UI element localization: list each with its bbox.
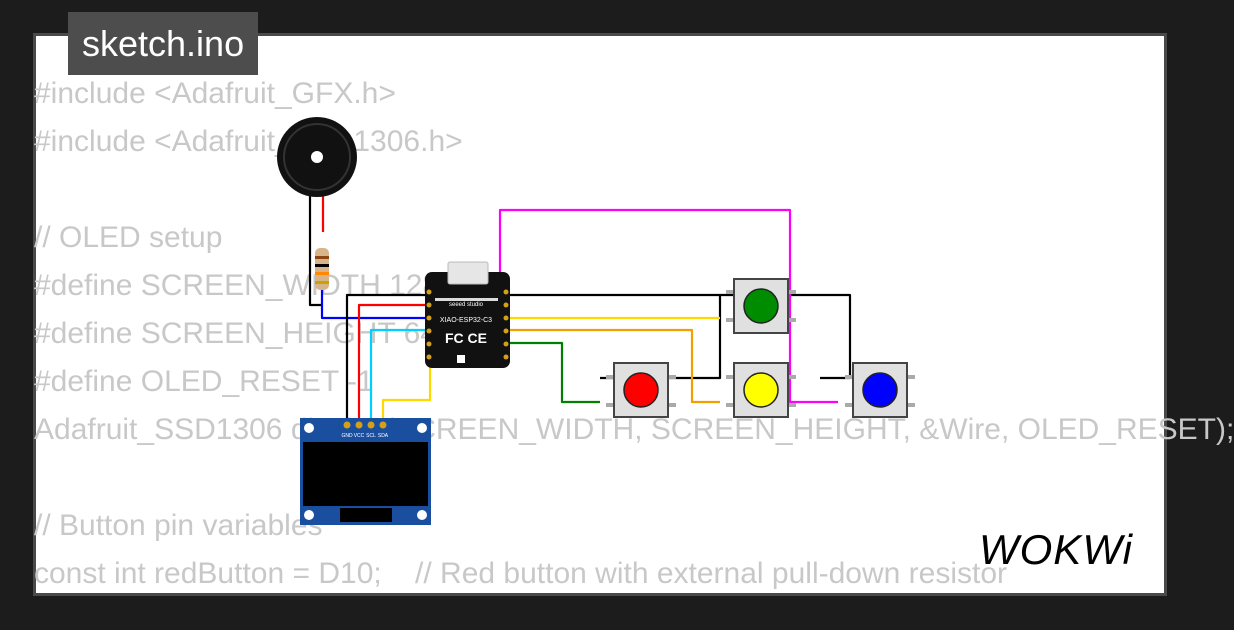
wire-cyan-scl: [369, 328, 430, 420]
board-brand: seeed studio: [449, 302, 484, 308]
pushbutton-blue[interactable]: [845, 362, 915, 418]
code-line: #define SCREEN_WIDTH 128: [34, 269, 440, 302]
wire-magenta: [498, 208, 838, 404]
pushbutton-green[interactable]: [726, 278, 796, 334]
code-line: // OLED setup: [34, 221, 223, 254]
wokwi-logo-text: WOKWi: [979, 526, 1134, 573]
file-tab[interactable]: sketch.ino: [68, 12, 259, 75]
code-line: Adafruit_SSD1306 display(SCREEN_WIDTH, S…: [34, 413, 1234, 446]
wire-orange-yellow-btn: [505, 328, 720, 404]
wire-yellow-sda: [381, 345, 432, 420]
code-line: // Button pin variables: [34, 509, 323, 542]
buzzer[interactable]: [277, 117, 357, 197]
pushbutton-red[interactable]: [606, 362, 676, 418]
wire-green-red-btn: [505, 341, 600, 404]
xiao-board[interactable]: seeed studio XIAO-ESP32-C3 FC CE: [425, 261, 510, 368]
oled-display[interactable]: GND VCC SCL SDA: [300, 418, 431, 525]
circuit-diagram: seeed studio XIAO-ESP32-C3 FC CE GND VCC…: [277, 117, 915, 525]
resistor[interactable]: [315, 248, 329, 290]
board-model: XIAO-ESP32-C3: [440, 317, 492, 324]
oled-pin-sda: SDA: [378, 433, 389, 439]
oled-pin-scl: SCL: [366, 433, 376, 439]
code-line: #define OLED_RESET -1: [34, 365, 374, 398]
pushbutton-yellow[interactable]: [726, 362, 796, 418]
wire-blue-buzzer: [320, 290, 430, 320]
board-pins-right: [503, 289, 509, 360]
project-card: [33, 33, 1167, 596]
board-cert: FC CE: [445, 330, 487, 346]
code-line: #include <Adafruit_GFX.h>: [34, 77, 396, 110]
board-pins-left: [426, 289, 432, 360]
wokwi-logo: WOKWi: [975, 520, 1150, 583]
code-line: const int redButton = D10; // Red button…: [34, 557, 1008, 590]
oled-pin-gnd: GND: [341, 433, 353, 439]
wire-black-buzzer: [308, 195, 322, 307]
wire-red-vcc: [357, 303, 430, 420]
wire-black-gnd-bus: [345, 293, 852, 420]
oled-pin-vcc: VCC: [354, 433, 365, 439]
wokwi-logo-mark: WOKWi: [979, 526, 1134, 573]
wires: [308, 195, 852, 420]
code-background: #include <Adafruit_GFX.h>#include <Adafr…: [34, 70, 1234, 598]
code-line: #define SCREEN_HEIGHT 64: [34, 317, 437, 350]
